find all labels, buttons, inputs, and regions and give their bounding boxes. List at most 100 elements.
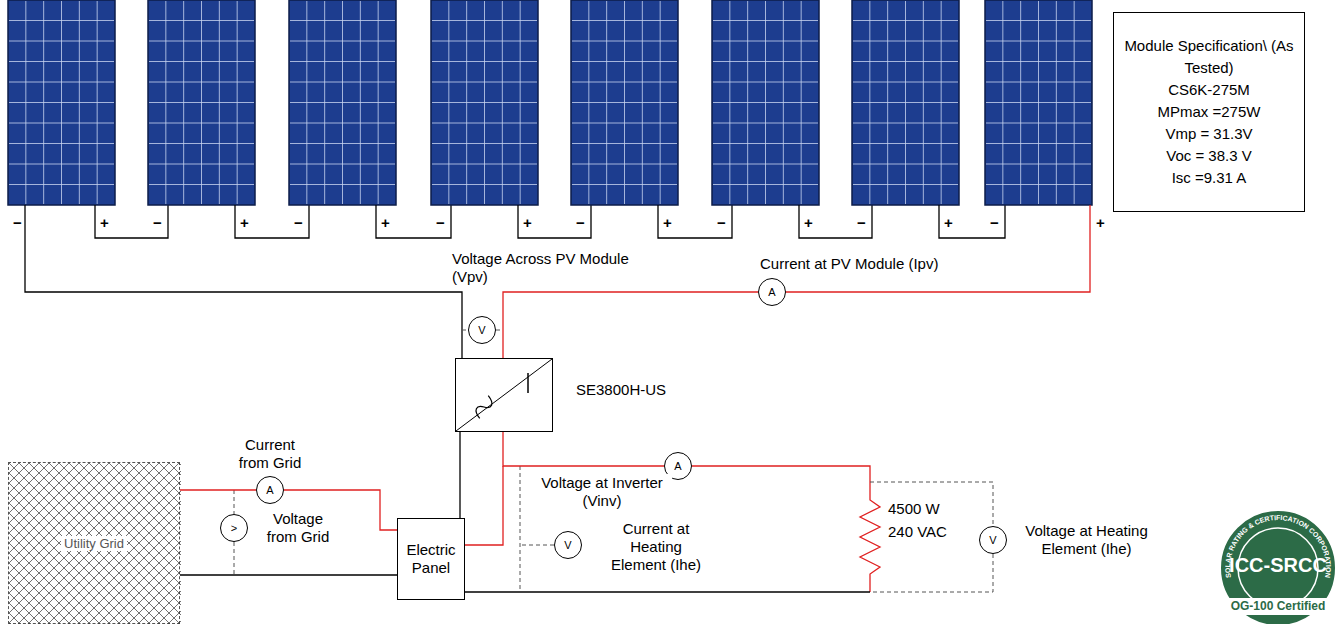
cell-line <box>9 164 114 165</box>
cell-line <box>9 20 114 21</box>
logo-text: ICC-SRCC <box>1218 556 1338 574</box>
cell-line <box>986 143 1091 144</box>
node-text: MPmax =275W <box>1158 101 1261 123</box>
node-text: Isc =9.31 A <box>1172 167 1247 189</box>
meter-letter: A <box>266 484 273 496</box>
module-jumper <box>518 205 591 238</box>
cell-line <box>432 123 537 124</box>
cell-line <box>713 82 818 83</box>
node-text: CS6K-275M <box>1168 79 1250 101</box>
cell-line <box>432 61 537 62</box>
cell-line <box>149 184 254 185</box>
voltmeter: V <box>979 526 1007 554</box>
pv-positive-wire <box>786 205 1090 292</box>
module-jumper <box>799 205 872 238</box>
logo-text: OG-100 Certified <box>1228 599 1328 614</box>
measurement-label: Voltage at Heating Element (Ihe) <box>1014 522 1159 558</box>
cell-line <box>853 102 958 103</box>
cell-line <box>9 123 114 124</box>
electric-panel: Electric Panel <box>397 518 465 600</box>
cell-line <box>986 61 1091 62</box>
cell-line <box>432 143 537 144</box>
measurement-label: Voltage from Grid <box>258 510 338 546</box>
wires <box>25 205 1090 592</box>
pv-module <box>852 0 959 205</box>
cell-line <box>432 20 537 21</box>
cell-line <box>572 143 677 144</box>
pv-negative-wire <box>25 205 462 358</box>
pv-module <box>148 0 255 205</box>
meter-leads <box>234 330 993 592</box>
cell-line <box>572 82 677 83</box>
wire <box>180 574 397 575</box>
cell-line <box>986 184 1091 185</box>
cell-line <box>853 41 958 42</box>
measurement-label: Voltage Across PV Module (Vpv) <box>452 250 642 286</box>
cell-line <box>853 61 958 62</box>
module-jumper <box>235 205 309 238</box>
cell-line <box>713 184 818 185</box>
cell-line <box>853 143 958 144</box>
terminal-sign: − <box>857 214 866 232</box>
module-jumper <box>658 205 732 238</box>
cell-line <box>9 41 114 42</box>
cell-line <box>432 184 537 185</box>
module-frame <box>852 0 959 205</box>
heating-return-wire <box>465 591 870 592</box>
cell-line <box>149 123 254 124</box>
cell-line <box>572 102 677 103</box>
module-frame <box>712 0 819 205</box>
cell-line <box>986 82 1091 83</box>
cell-line <box>290 102 395 103</box>
heating-element-symbol <box>692 466 880 592</box>
terminal-sign: + <box>663 214 672 232</box>
cell-line <box>853 20 958 21</box>
terminal-sign: − <box>153 214 162 232</box>
terminal-sign: + <box>381 214 390 232</box>
cell-line <box>713 164 818 165</box>
cell-line <box>290 41 395 42</box>
cell-line <box>149 143 254 144</box>
cell-line <box>986 102 1091 103</box>
cell-line <box>290 61 395 62</box>
cell-line <box>290 123 395 124</box>
cell-line <box>572 164 677 165</box>
inverter-symbol <box>456 359 552 431</box>
cell-line <box>572 61 677 62</box>
meter-letter: A <box>674 460 681 472</box>
module-frame <box>148 0 255 205</box>
measurement-label: Current at Heating Element (Ihe) <box>604 520 708 574</box>
measurement-label: Current at PV Module (Ipv) <box>760 255 938 273</box>
cell-line <box>290 164 395 165</box>
inverter-panel-wire <box>465 466 503 545</box>
cell-line <box>149 61 254 62</box>
meter-letter: A <box>768 286 775 298</box>
utility-grid: Utility Grid <box>8 462 180 624</box>
node-text: Voc = 38.3 V <box>1166 145 1251 167</box>
module-jumper <box>95 205 168 238</box>
measurement-label: Current from Grid <box>230 436 310 472</box>
cell-line <box>986 123 1091 124</box>
cell-line <box>713 61 818 62</box>
cell-line <box>149 82 254 83</box>
cell-line <box>432 164 537 165</box>
wire <box>459 432 460 518</box>
cell-line <box>986 41 1091 42</box>
node-text: Utility Grid <box>61 536 127 551</box>
meter-letter: V <box>989 534 996 546</box>
ammeter: A <box>758 278 786 306</box>
cell-line <box>432 102 537 103</box>
module-frame <box>571 0 678 205</box>
terminal-sign: + <box>1096 214 1105 232</box>
terminal-sign: − <box>717 214 726 232</box>
cell-line <box>149 102 254 103</box>
cell-line <box>986 164 1091 165</box>
module-frame <box>985 0 1092 205</box>
terminal-sign: + <box>523 214 532 232</box>
cell-line <box>9 184 114 185</box>
meter-letter: V <box>564 539 571 551</box>
module-jumper <box>376 205 451 238</box>
voltmeter: V <box>468 316 496 344</box>
rating-label: 4500 W <box>888 500 940 518</box>
module-frame <box>8 0 115 205</box>
